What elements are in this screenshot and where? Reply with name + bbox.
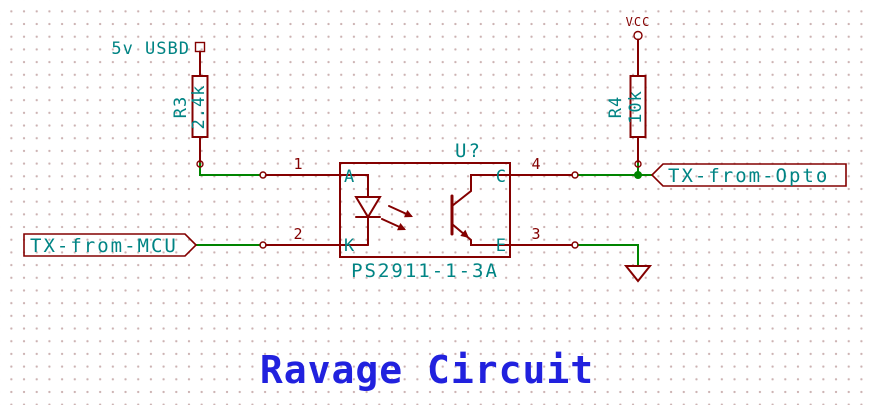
hier-label-tx-from-mcu-text[interactable]: TX-from-MCU [30,235,178,257]
pin-endpoint [571,171,579,179]
power-symbol-vcc[interactable]: VCC [626,15,651,77]
hier-label-outline [23,233,198,257]
pin-endpoint [259,171,267,179]
pin4-collector-line [451,174,573,207]
hier-label-tx-from-opto-text[interactable]: TX-from-Opto [668,165,829,187]
optocoupler-u1[interactable]: 1 2 4 3 A K C E U? PS2911-1-3A [196,140,642,282]
emitter-arrow-icon [460,229,469,238]
pin1-line [265,174,369,198]
wire-end-square-icon [194,41,206,53]
vcc-label[interactable]: VCC [626,15,651,29]
vcc-circle-icon [633,30,643,41]
pin2-number: 2 [293,225,302,243]
pin-name-cathode: K [344,236,355,256]
r4-value[interactable]: 10k [626,90,646,124]
wire-r3-to-pin1[interactable] [199,162,261,176]
opto-value[interactable]: PS2911-1-3A [351,260,499,282]
pin-name-emitter: E [496,236,506,256]
pin3-emitter-line [451,223,573,246]
opto-body [339,162,511,258]
gnd-triangle-icon [623,265,653,283]
net-label-5v-usbd-text[interactable]: 5v USBD [111,39,190,59]
junction-dot [634,171,642,179]
r4-reference[interactable]: R4 [606,96,626,118]
hier-label-tx-from-opto[interactable]: TX-from-Opto [650,163,847,187]
pin-endpoint [634,160,642,168]
pin1-number: 1 [293,155,302,173]
pin4-number: 4 [531,155,540,173]
pin-endpoint [259,241,267,249]
light-arrow-head-icon [397,223,406,231]
r3-value[interactable]: 2.4k [189,85,209,130]
light-arrow-head-icon [404,210,413,218]
net-label-5v-usbd[interactable]: 5v USBD [111,39,206,59]
pin-name-collector: C [496,167,506,187]
sheet-title[interactable]: Ravage Circuit [260,348,594,392]
hier-label-tx-from-mcu[interactable]: TX-from-MCU [23,233,198,257]
pin-endpoint [196,160,204,168]
pin-endpoint [571,241,579,249]
resistor-r3[interactable]: R3 2.4k [171,50,209,163]
gnd-symbol[interactable] [623,265,653,283]
wire-pin3-to-gnd[interactable] [577,244,639,267]
pin3-number: 3 [531,225,540,243]
led-triangle-icon [354,196,382,219]
r3-reference[interactable]: R3 [171,96,191,118]
wires [195,162,653,267]
resistor-r4[interactable]: R4 10k [606,75,647,163]
hier-label-outline [650,163,847,187]
opto-reference[interactable]: U? [455,140,482,162]
pin-name-anode: A [344,167,354,187]
